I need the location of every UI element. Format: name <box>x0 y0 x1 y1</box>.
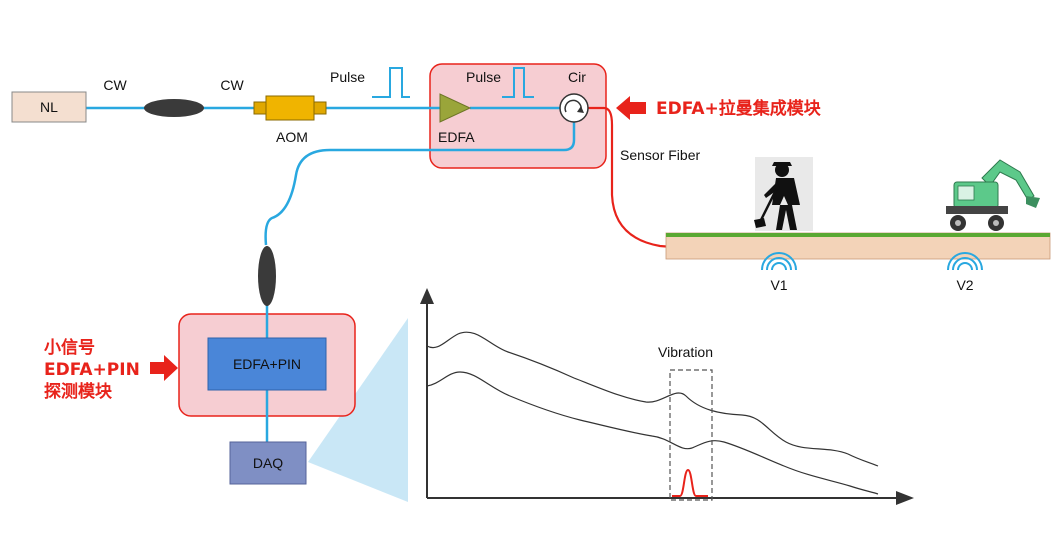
v2-label: V2 <box>956 277 973 293</box>
edfa-raman-module <box>429 63 607 169</box>
ground-strip <box>665 232 1051 260</box>
plot-y-axis-arrow-icon <box>420 288 434 304</box>
edfa-raman-callout: EDFA+拉曼集成模块 <box>656 98 822 119</box>
nl-label: NL <box>40 99 58 115</box>
nl-box <box>11 91 87 123</box>
projection-cone <box>308 318 408 502</box>
excavator-icon <box>946 159 1040 231</box>
pulse-icon-2 <box>502 67 534 98</box>
sound-wave-icon-v1 <box>761 252 797 271</box>
ground-surface <box>666 233 1050 237</box>
cw-label-2: CW <box>220 77 244 93</box>
coupler-2 <box>258 246 276 306</box>
plot-x-axis-arrow-icon <box>896 491 914 505</box>
pulse-icon-1 <box>372 67 410 98</box>
aom-device <box>253 95 327 121</box>
fiber-lines <box>86 106 576 442</box>
cw-label-1: CW <box>103 77 127 93</box>
trace-lower <box>426 371 879 495</box>
cir-label: Cir <box>568 69 586 85</box>
v1-label: V1 <box>770 277 787 293</box>
waveform-plot: Vibration <box>420 288 914 505</box>
vibration-label: Vibration <box>658 344 713 360</box>
sensor-fiber-label: Sensor Fiber <box>620 147 700 163</box>
digging-worker-icon <box>754 157 813 231</box>
pulse-label-1: Pulse <box>330 69 365 85</box>
small-signal-callout-line3: 探测模块 <box>44 381 113 402</box>
sensor-fiber-line <box>588 106 1050 256</box>
small-signal-callout-line1: 小信号 <box>44 337 95 358</box>
circulator-icon <box>559 93 589 123</box>
edfa-pin-box <box>207 337 327 391</box>
trace-upper <box>426 331 879 467</box>
coupler-1 <box>144 99 204 117</box>
pulse-label-2: Pulse <box>466 69 501 85</box>
small-signal-callout-line2: EDFA+PIN <box>44 360 140 380</box>
edfa-pin-label: EDFA+PIN <box>233 356 301 372</box>
edfa-amplifier-icon <box>439 93 472 123</box>
edfa-label: EDFA <box>438 129 475 145</box>
vibration-box <box>669 369 713 501</box>
callout-arrow-icon-1 <box>616 96 646 120</box>
fiber-cir-to-coupler <box>264 122 576 246</box>
daq-label: DAQ <box>253 455 283 471</box>
daq-box <box>229 441 307 485</box>
vibration-peak <box>672 468 708 497</box>
sound-wave-icon-v2 <box>947 252 983 271</box>
aom-label: AOM <box>276 129 308 145</box>
callout-arrow-icon-2 <box>150 355 178 381</box>
